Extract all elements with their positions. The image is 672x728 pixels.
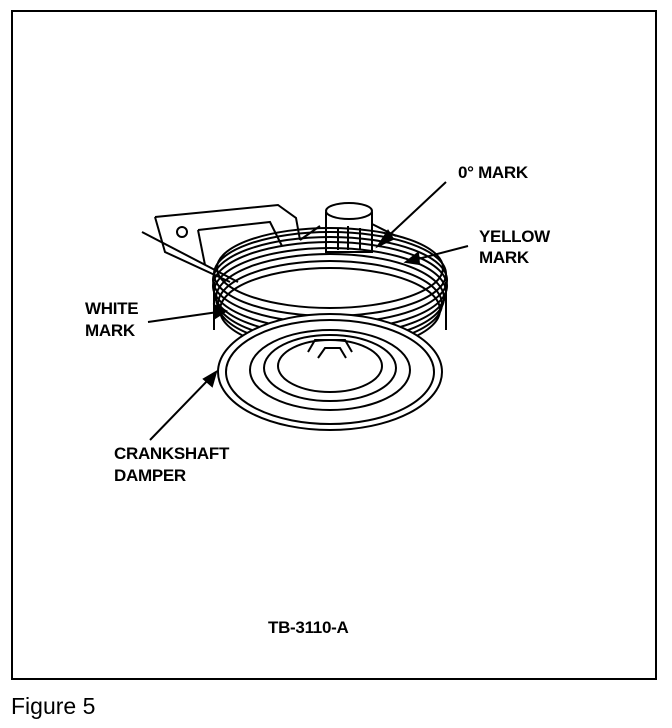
figure-frame	[11, 10, 657, 680]
white-mark-label-line1: WHITE	[85, 299, 139, 318]
white-mark-label-line2: MARK	[85, 321, 135, 340]
crankshaft-damper-label-line2: DAMPER	[114, 466, 186, 485]
damper-face	[217, 313, 443, 431]
drawing-id-label: TB-3110-A	[268, 618, 349, 637]
leader-lines	[147, 181, 469, 441]
zero-mark-label: 0° MARK	[458, 163, 528, 182]
yellow-mark-label-line1: YELLOW	[479, 227, 550, 246]
yellow-mark-label-line2: MARK	[479, 248, 529, 267]
crankshaft-damper-label-line1: CRANKSHAFT	[114, 444, 230, 463]
figure-caption: Figure 5	[11, 693, 96, 719]
